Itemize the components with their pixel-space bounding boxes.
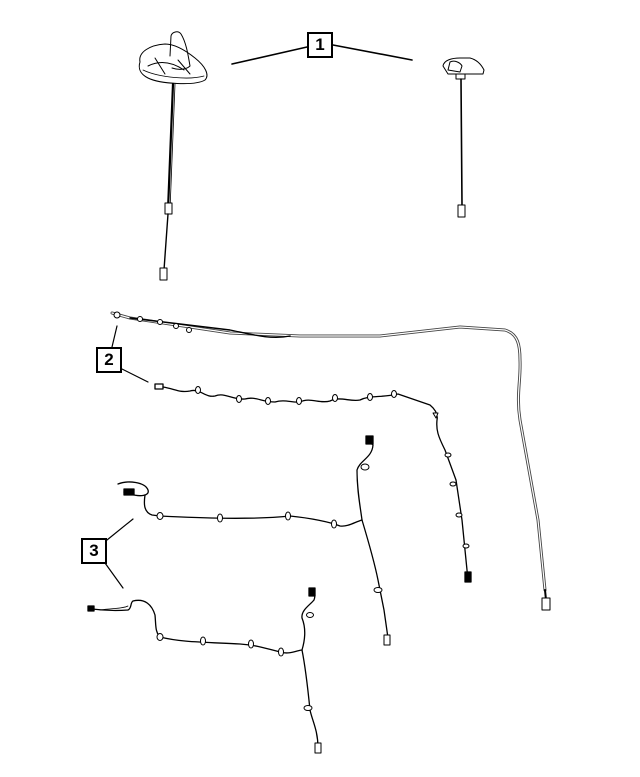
callout-3: 3 (81, 538, 107, 564)
callout-1-label: 1 (315, 35, 325, 54)
roof-harness-upper (110, 311, 551, 611)
body-harness-lower (87, 587, 322, 754)
callout-2-label: 2 (104, 350, 114, 369)
roof-harness-lower (154, 383, 472, 583)
callout-3-label: 3 (89, 541, 99, 560)
shark-fin-antenna (138, 31, 208, 281)
callout-2: 2 (96, 347, 122, 373)
callout-2-leaders (111, 325, 149, 383)
body-harness-upper (117, 435, 391, 646)
callout-1: 1 (307, 32, 333, 58)
puck-antenna (442, 57, 485, 218)
callout-1-leaders (231, 44, 413, 65)
callout-3-leaders (104, 518, 134, 589)
